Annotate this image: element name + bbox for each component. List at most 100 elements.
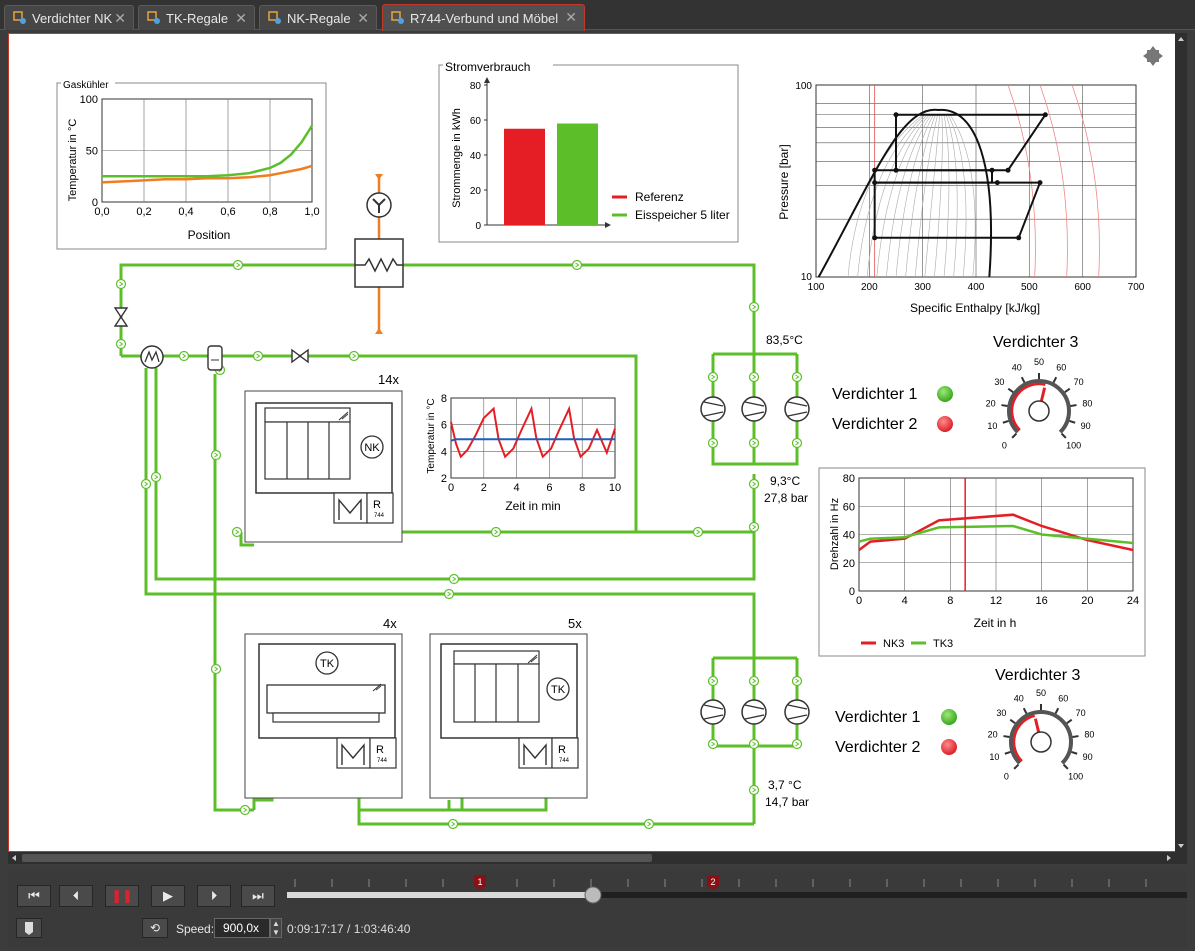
tk-badge: TK [546, 677, 570, 701]
mid-pressure-reading: 27,8 bar [764, 491, 808, 505]
cycle-point [989, 167, 995, 173]
svg-text:TK: TK [551, 684, 566, 696]
tk-badge: TK [315, 651, 339, 675]
separator-icon [207, 345, 223, 371]
add-marker-button[interactable] [16, 918, 42, 938]
nk-chart-ylabel: Temperatur in °C [426, 398, 437, 473]
y-tick-label: 6 [441, 420, 447, 432]
gauge-tick [1064, 387, 1071, 393]
skip-to-end-button[interactable]: ⏭ [241, 885, 275, 907]
flow-arrow-icon [140, 478, 152, 490]
flow-arrow-icon [707, 738, 719, 750]
loop-button[interactable]: ⟲ [142, 918, 168, 938]
quality-line [905, 114, 936, 278]
series-line [102, 125, 314, 178]
tab-label: NK-Regale [287, 10, 351, 26]
gauge-tick-label: 20 [986, 398, 996, 408]
x-tick-label: 0,0 [94, 206, 109, 218]
horizontal-scroll-thumb[interactable] [22, 854, 652, 862]
gauge-tick-label: 70 [1076, 708, 1086, 718]
y-tick-label: 0 [475, 221, 481, 232]
close-icon[interactable]: ✕ [565, 9, 577, 25]
verdichter-2-label: Verdichter 2 [835, 739, 920, 756]
tab-label: Verdichter NK [32, 10, 113, 26]
gauge-tick [1072, 735, 1079, 738]
timeline-marker[interactable] [474, 875, 486, 890]
flow-arrow-icon [178, 350, 190, 362]
gauge-top-title: Verdichter 3 [993, 334, 1078, 351]
gauge-tick [1054, 707, 1060, 714]
y-tick-label: 60 [843, 501, 855, 513]
y-tick-label: 40 [470, 151, 482, 162]
cycle-point [1037, 180, 1043, 186]
tab-tk-regale[interactable]: TK-Regale ✕ [138, 5, 255, 30]
x-tick-label: 6 [546, 482, 552, 494]
speed-input[interactable]: 900,0x [214, 918, 270, 938]
compressor-icon [741, 396, 767, 422]
compressor-icon [784, 396, 810, 422]
gauge-tick [1069, 419, 1076, 424]
gauge-panel-bottom: Verdichter 3 Verdichter 1 Verdichter 2 0… [835, 667, 1094, 782]
gauge-value-arc [1010, 382, 1046, 431]
gauge-tick [1060, 432, 1067, 439]
gaskuehler-title: Gaskühler [63, 80, 109, 91]
skip-to-start-button[interactable]: ⏮ [17, 885, 51, 907]
tab-r744-verbund[interactable]: R744-Verbund und Möbel ✕ [382, 4, 585, 31]
gauge-tick [1052, 376, 1058, 383]
vertical-scrollbar[interactable] [1175, 33, 1187, 852]
refrigerant-code: 744 [374, 513, 385, 519]
flow-arrow-icon [748, 371, 760, 383]
timeline-marker[interactable] [707, 875, 719, 890]
flow-arrow-icon [252, 350, 264, 362]
x-tick-label: 0,4 [178, 206, 193, 218]
step-forward-button[interactable]: ⏵ [197, 885, 231, 907]
play-button[interactable]: ▶ [151, 885, 185, 907]
fit-view-icon[interactable] [1143, 46, 1163, 66]
quality-line [924, 114, 941, 278]
y-tick-label: 20 [843, 558, 855, 570]
gauge-hub [1028, 400, 1050, 422]
pause-button[interactable]: ❚❚ [105, 885, 139, 907]
timeline-track [287, 892, 1187, 898]
y-tick-label: 0 [849, 586, 855, 598]
timeline-handle[interactable] [584, 886, 602, 904]
bar-referenz [504, 128, 545, 225]
step-back-button[interactable]: ⏴ [59, 885, 93, 907]
gauge-tick [1007, 387, 1014, 393]
x-tick-label: 12 [990, 595, 1002, 607]
flow-arrow-icon [791, 738, 803, 750]
quality-line [866, 114, 928, 278]
horizontal-scrollbar[interactable] [8, 852, 1187, 864]
cycle-point [1005, 167, 1011, 173]
gauge-tick-label: 30 [996, 708, 1006, 718]
nk-chart-xlabel: Zeit in min [505, 499, 560, 513]
cycle-point [872, 167, 878, 173]
x-tick-label: 600 [1074, 282, 1091, 293]
gauge-tick [1070, 404, 1077, 407]
speed-spinner[interactable]: ▲▼ [270, 918, 282, 938]
close-icon[interactable]: ✕ [114, 10, 126, 26]
status-lamp-red [937, 416, 953, 432]
gauge-tick [1020, 376, 1026, 383]
compressor-icon [741, 699, 767, 725]
tab-nk-regale[interactable]: NK-Regale ✕ [259, 5, 377, 30]
x-tick-label: 10 [609, 482, 621, 494]
flow-arrow-icon [115, 278, 127, 290]
x-tick-label: 500 [1021, 282, 1038, 293]
legend-nk3: NK3 [883, 638, 904, 650]
nk-badge: NK [360, 435, 384, 459]
flow-arrow-icon [231, 526, 243, 538]
fan-icon [366, 192, 392, 218]
diagram-icon [147, 11, 161, 25]
diagram-canvas[interactable]: NK R 744 14x TK [8, 33, 1187, 852]
close-icon[interactable]: ✕ [357, 10, 369, 26]
timeline-marker-label: 1 [477, 877, 482, 887]
cycle-point [1042, 112, 1048, 118]
flow-arrow-icon [443, 588, 455, 600]
close-icon[interactable]: ✕ [235, 10, 247, 26]
quality-line [886, 114, 932, 278]
tab-verdichter-nk[interactable]: Verdichter NK ✕ [4, 5, 134, 30]
